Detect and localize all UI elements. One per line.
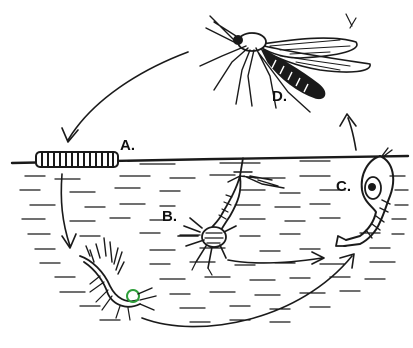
label-a: A. bbox=[120, 137, 135, 154]
arrow-head-a bbox=[62, 128, 78, 142]
arrow-c-to-d bbox=[348, 118, 356, 150]
arrow-a-to-larva bbox=[61, 174, 70, 246]
larva-siphon-highlight bbox=[127, 290, 139, 302]
arrow-larva-b-to-pupa bbox=[228, 258, 322, 263]
arrow-larva-to-pupa bbox=[142, 256, 352, 327]
label-c: C. bbox=[336, 178, 351, 195]
pupa bbox=[336, 148, 393, 246]
larva-lower bbox=[80, 238, 156, 320]
water-hatching bbox=[20, 175, 408, 322]
label-d: D. bbox=[272, 88, 287, 105]
egg-raft bbox=[36, 152, 118, 167]
label-b: B. bbox=[162, 208, 177, 225]
arrow-d-to-a bbox=[68, 52, 188, 140]
